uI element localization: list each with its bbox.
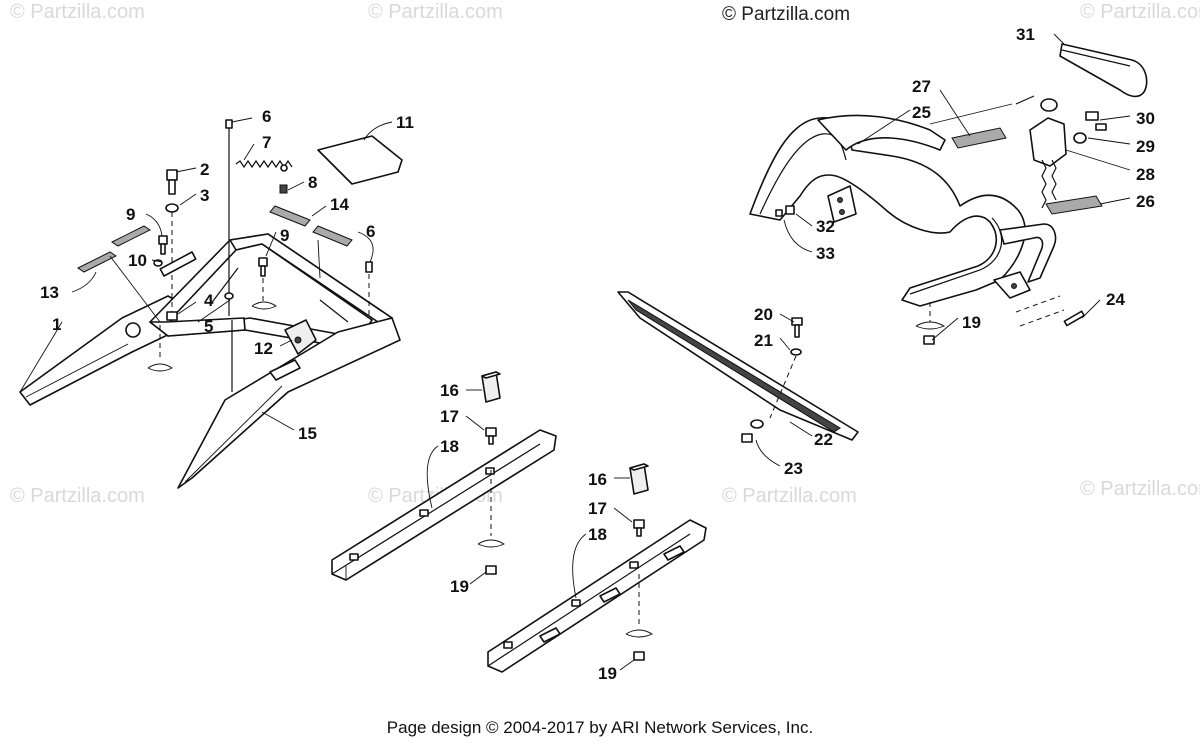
callout-16: 16 <box>588 470 607 489</box>
callout-16: 16 <box>440 381 459 400</box>
watermark: © Partzilla.com <box>1080 1 1200 23</box>
callout-30: 30 <box>1136 109 1155 128</box>
callout-22: 22 <box>814 430 833 449</box>
callout-19: 19 <box>450 577 469 596</box>
callout-25: 25 <box>912 103 931 122</box>
decal <box>77 251 117 273</box>
callout-12: 12 <box>254 339 273 358</box>
callout-21: 21 <box>754 331 773 350</box>
washer <box>165 203 179 213</box>
mounting-bracket <box>284 319 317 355</box>
callout-9: 9 <box>126 205 135 224</box>
callout-27: 27 <box>912 77 931 96</box>
callout-18: 18 <box>440 437 459 456</box>
callout-6: 6 <box>366 222 375 241</box>
callout-15: 15 <box>298 424 317 443</box>
callout-18: 18 <box>588 525 607 544</box>
callout-26: 26 <box>1136 192 1155 211</box>
callout-1: 1 <box>52 315 61 334</box>
callout-20: 20 <box>754 305 773 324</box>
callout-23: 23 <box>784 459 803 478</box>
watermark: © Partzilla.com <box>1080 478 1200 500</box>
cross-bar <box>149 317 246 337</box>
right-side-rail <box>177 317 401 489</box>
callout-13: 13 <box>40 283 59 302</box>
callout-5: 5 <box>204 317 213 336</box>
hitch-ring <box>1040 98 1058 112</box>
callout-10: 10 <box>128 251 147 270</box>
callout-3: 3 <box>200 186 209 205</box>
left-side-rail <box>19 295 179 406</box>
watermark: © Partzilla.com <box>722 485 857 507</box>
bolt-head <box>166 169 178 181</box>
decal <box>1045 195 1103 215</box>
callout-9: 9 <box>280 226 289 245</box>
callout-24: 24 <box>1106 290 1125 309</box>
callout-29: 29 <box>1136 137 1155 156</box>
callout-19: 19 <box>598 664 617 683</box>
callout-32: 32 <box>816 217 835 236</box>
hitch-cover <box>317 135 403 185</box>
snow-flap-assembly <box>617 291 859 443</box>
tube-end <box>125 322 141 338</box>
callout-31: 31 <box>1016 25 1035 44</box>
callout-17: 17 <box>440 407 459 426</box>
clip <box>279 184 288 194</box>
rear-frame-assembly <box>19 119 403 489</box>
callout-14: 14 <box>330 195 349 214</box>
callout-28: 28 <box>1136 165 1155 184</box>
callout-7: 7 <box>262 133 271 152</box>
callout-6: 6 <box>262 107 271 126</box>
hitch <box>1029 117 1067 167</box>
callout-11: 11 <box>396 113 414 132</box>
callouts: 1 2 3 4 5 6 6 7 8 9 9 10 11 12 13 14 15 … <box>40 25 1155 683</box>
slide-rails <box>331 371 707 673</box>
callout-33: 33 <box>816 244 835 263</box>
watermark-top-right: © Partzilla.com <box>722 4 850 25</box>
watermark: © Partzilla.com <box>10 1 145 23</box>
leader-lines <box>19 33 1131 671</box>
grab-handle <box>1059 43 1148 98</box>
slot-plate <box>159 251 197 277</box>
page-footer: Page design © 2004-2017 by ARI Network S… <box>386 718 814 737</box>
callout-8: 8 <box>308 173 317 192</box>
rear-bumper-assembly <box>749 43 1148 345</box>
callout-17: 17 <box>588 499 607 518</box>
watermark: © Partzilla.com <box>368 1 503 23</box>
callout-4: 4 <box>204 291 214 310</box>
decal <box>269 205 311 227</box>
watermark: © Partzilla.com <box>10 485 145 507</box>
callout-19: 19 <box>962 313 981 332</box>
decal <box>951 127 1007 149</box>
callout-2: 2 <box>200 160 209 179</box>
